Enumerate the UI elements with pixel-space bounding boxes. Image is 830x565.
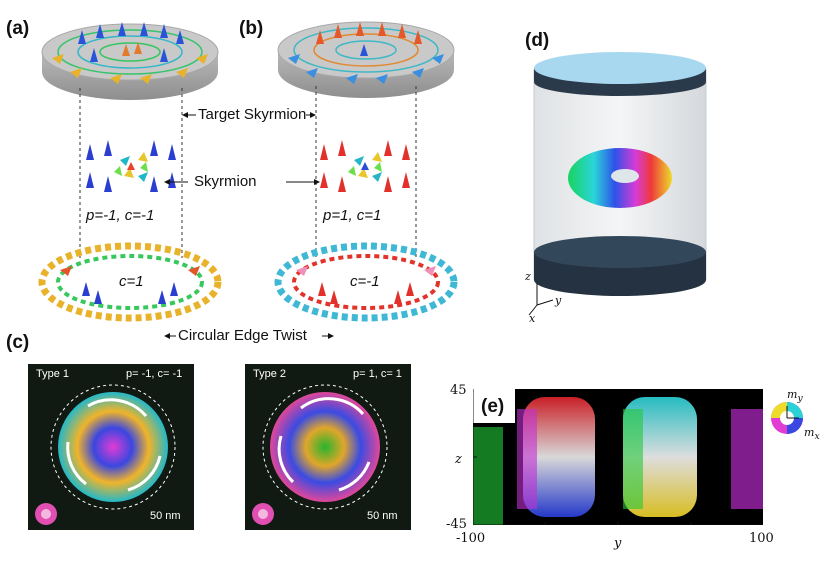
skyrmion-b [320,140,410,192]
axis-d-z: z [525,270,531,283]
color-wheel-legend-icon [771,402,803,434]
plot-e-x-right: 100 [749,531,774,546]
panel-label-b: (b) [239,18,264,39]
legend-my: my [787,388,803,404]
target-skyrmion-label: Target Skyrmion [198,106,307,123]
legend-mx: mx [804,426,820,442]
panel-d-3d-render [528,36,707,316]
ring-c-a: c=1 [119,273,144,290]
plot-e-xlabel: y [614,536,622,551]
disk-b [277,21,455,98]
params-a: p=-1, c=-1 [86,207,155,224]
micrograph-1-params: p= -1, c= -1 [126,368,183,380]
legend-my-m: m [787,388,798,401]
micrograph-1-type: Type 1 [36,368,70,380]
legend-mx-sub: x [814,431,820,443]
micrograph-1-image [28,364,194,530]
panel-e-magnetization-map [473,389,763,525]
micrograph-type-1: Type 1 p= -1, c= -1 50 nm [28,364,194,530]
axis-d-y: y [555,294,562,307]
panel-label-a: (a) [6,18,30,39]
ring-c-b: c=-1 [350,273,380,290]
params-b: p=1, c=1 [323,207,382,224]
panel-label-e: (e) [481,396,505,417]
axis-d-x: x [529,312,536,325]
plot-e-x-left: -100 [456,531,486,546]
micrograph-type-2: Type 2 p= 1, c= 1 50 nm [245,364,411,530]
circular-edge-twist-label: Circular Edge Twist [178,327,307,344]
micrograph-2-image [245,364,411,530]
plot-e-y-bottom: -45 [446,517,467,532]
plot-e-y-top: 45 [450,383,467,398]
panel-label-c: (c) [6,332,30,353]
disk-a [41,22,219,100]
skyrmion-label: Skyrmion [194,173,257,190]
micrograph-2-type: Type 2 [253,368,287,380]
edge-twist-ring-b [274,242,458,322]
skyrmion-schematic-figure [38,21,458,339]
plot-e-ylabel: z [455,452,462,467]
skyrmion-a [86,140,176,192]
legend-mx-m: m [804,426,815,439]
panel-label-d: (d) [525,30,550,51]
micrograph-2-scale: 50 nm [367,510,398,522]
edge-twist-ring-a [38,242,222,322]
micrograph-2-params: p= 1, c= 1 [353,368,402,380]
legend-my-sub: y [797,393,803,405]
micrograph-1-scale: 50 nm [150,510,181,522]
